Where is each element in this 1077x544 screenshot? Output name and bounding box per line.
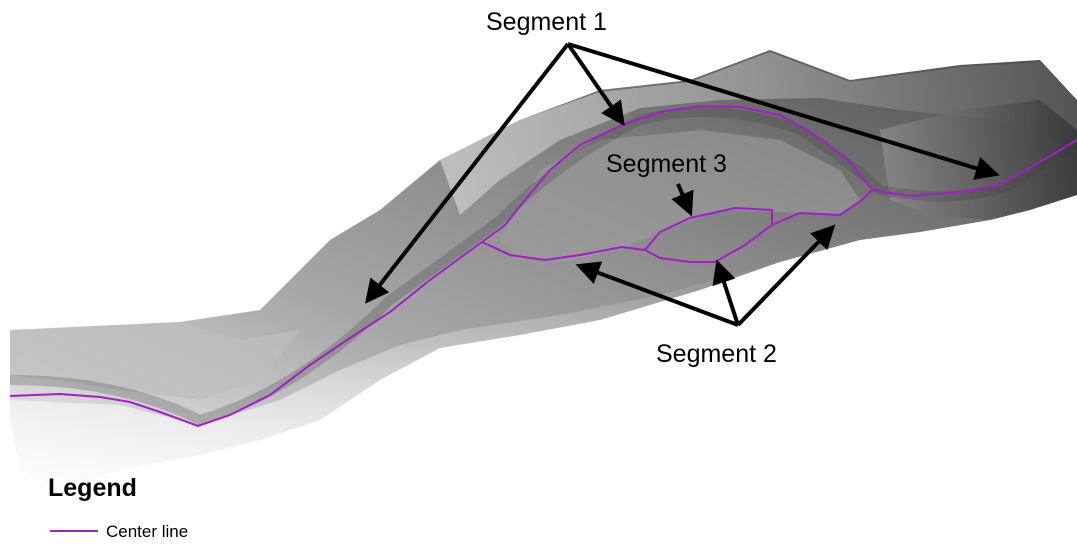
arrow-segment3 — [671, 183, 694, 217]
arrow-segment2-to-left — [575, 261, 739, 327]
center-line — [9, 104, 1077, 428]
center-line-island-loop — [644, 206, 773, 251]
arrow-segment1-to-left — [365, 42, 570, 304]
annotation-arrows — [365, 42, 1000, 327]
segment-2-label: Segment 2 — [656, 340, 777, 368]
segment-1-label: Segment 1 — [486, 8, 607, 36]
terrain-ridge — [440, 52, 1077, 215]
terrain-channel-shadow — [9, 107, 1077, 426]
arrow-segment1-to-center — [566, 42, 625, 126]
legend: Legend Center line — [48, 474, 188, 541]
segment-3-label: Segment 3 — [606, 150, 727, 178]
arrow-segment1-to-right — [567, 42, 1000, 180]
terrain-left-bank — [10, 322, 300, 400]
legend-title: Legend — [48, 474, 137, 502]
center-line-south-branch — [481, 189, 873, 263]
terrain-lower-fade — [10, 262, 780, 492]
legend-center-line-label: Center line — [106, 522, 188, 541]
arrow-segment2-to-center — [712, 259, 740, 326]
arrow-segment2-to-right — [736, 224, 836, 327]
terrain-surface — [9, 50, 1077, 492]
